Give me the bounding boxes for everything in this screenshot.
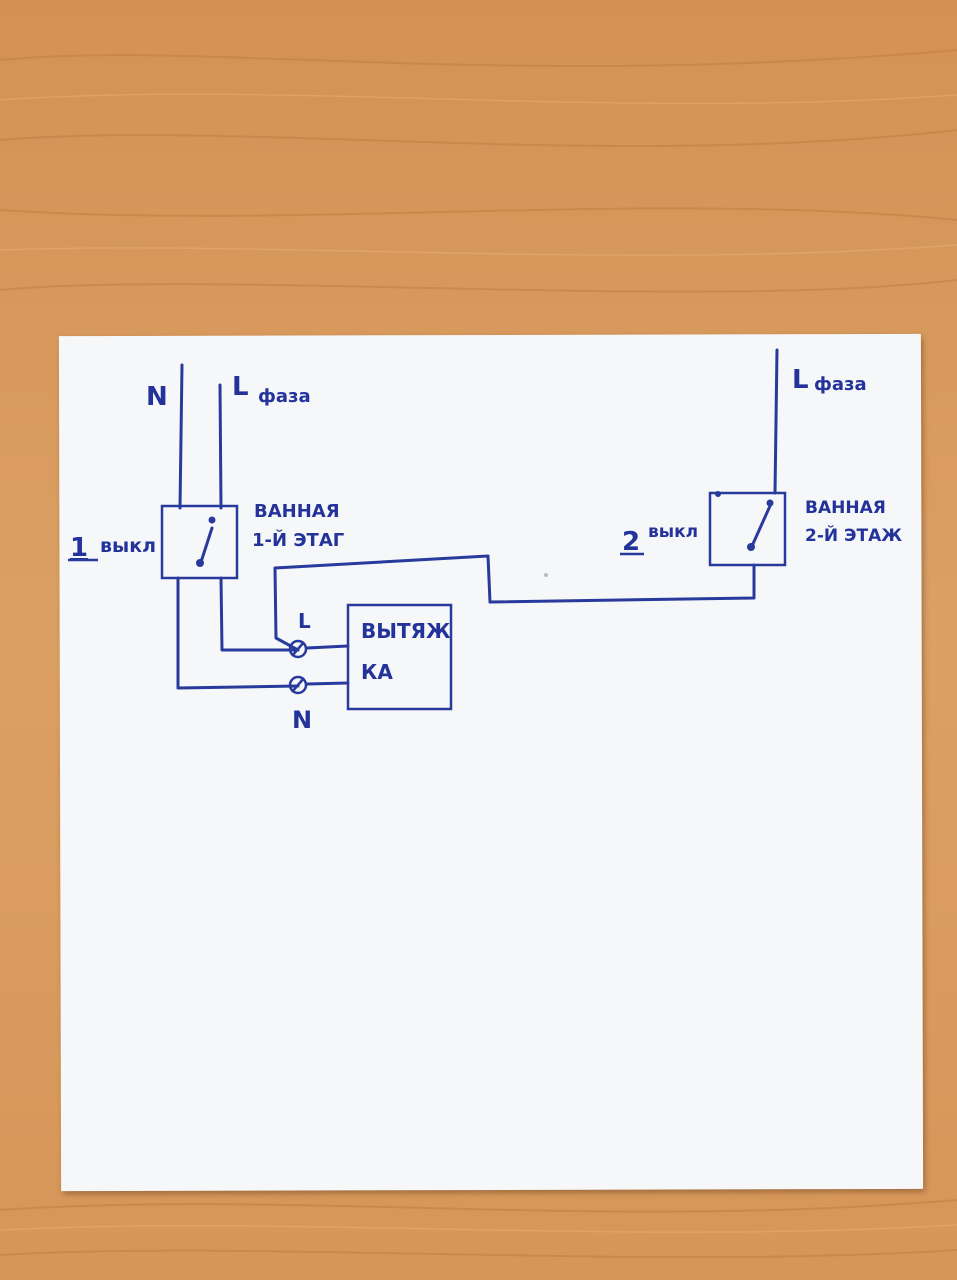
switch1-label: выкл [100,535,156,557]
phase-label-right: L [792,365,809,395]
phase-word-left: фаза [258,386,311,407]
fan-label-line1: ВЫТЯЖ [361,619,451,643]
switch1-output-wire [219,576,300,652]
switch2-number: 2 [622,527,640,557]
switch2-label: выкл [648,522,698,542]
terminal-n-circle [288,675,308,695]
neutral-label-left: N [146,382,168,412]
switch1-number: 1 [70,533,88,563]
switch2-contact-dot [766,499,774,507]
switch1-box [160,504,239,580]
fan-box [346,603,453,711]
phase-label-left: L [232,372,249,402]
phase-word-right: фаза [814,374,867,395]
neutral-wire [176,363,300,690]
phase-wire-left [218,383,223,510]
terminal-l-slash [291,641,305,657]
switch1-contact-dot [208,516,216,524]
fan-n-lead [305,681,350,686]
switch2-contact-icon [750,504,772,548]
switch2-pivot-dot [747,543,755,551]
switch2-corner-dot [715,491,721,497]
terminal-l-label: L [298,609,311,633]
terminal-n-slash [291,677,305,693]
fan-label-line2: КА [361,660,393,684]
switch1-contact-icon [199,526,214,564]
fan-l-lead [305,644,350,650]
terminal-n-label: N [292,706,312,734]
switch1-pivot-dot [196,559,204,567]
switch1-room-line2: 1-Й ЭТАГ [252,529,344,551]
switch2-output-wire [273,554,756,652]
paper-speck [544,573,548,577]
switch2-room-line2: 2-Й ЭТАЖ [805,524,902,546]
terminal-l-circle [288,639,308,659]
switch2-room-line1: ВАННАЯ [805,498,886,518]
switch1-room-line1: ВАННАЯ [254,501,340,522]
phase-wire-right [773,348,779,495]
switch2-box [708,491,787,567]
